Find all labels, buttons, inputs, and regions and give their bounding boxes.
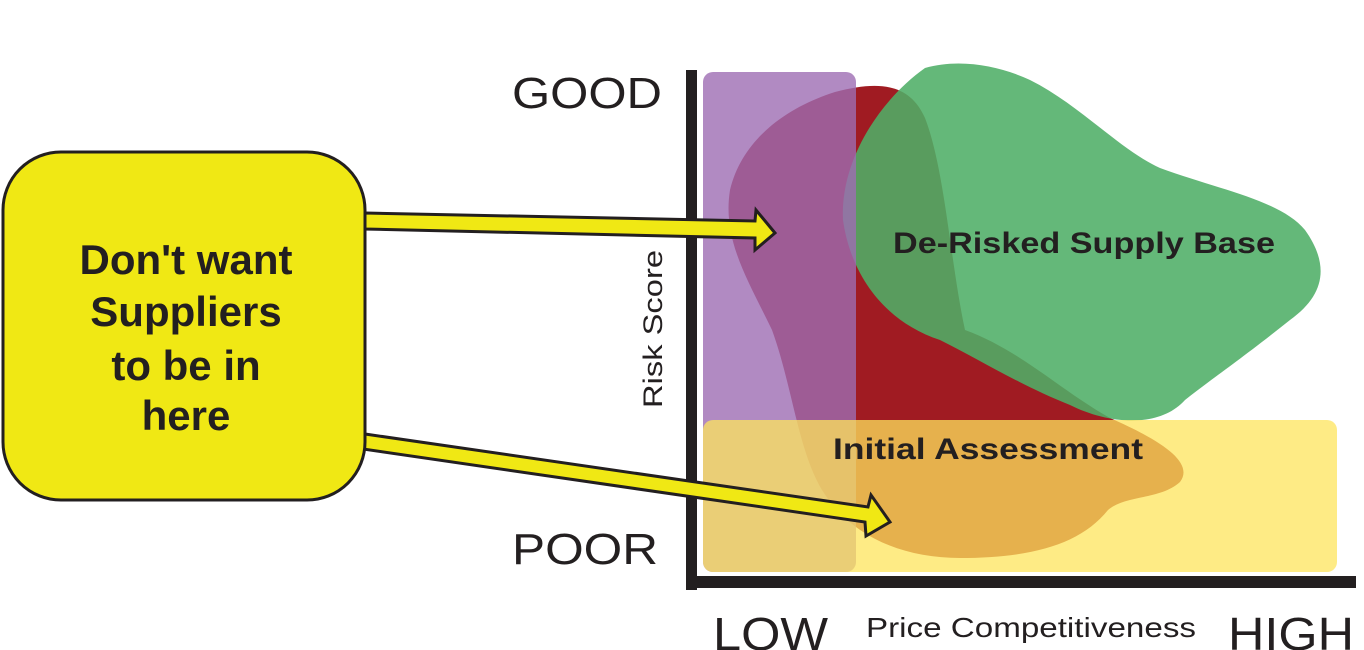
derisked-supply-blob — [842, 63, 1321, 421]
poor-risk-zone — [703, 420, 1337, 572]
derisked-label: De-Risked Supply Base — [893, 227, 1275, 260]
callout-box: Don't want Suppliers to be in here — [1, 150, 367, 502]
x-axis-low-label: LOW — [713, 608, 829, 650]
y-axis-good-label: GOOD — [512, 69, 662, 118]
callout-line-3: to be in — [111, 342, 260, 389]
callout-line-1: Don't want — [80, 236, 293, 283]
x-axis-high-label: HIGH — [1228, 608, 1354, 650]
y-axis-poor-label: POOR — [512, 525, 658, 574]
callout-line-2: Suppliers — [90, 288, 281, 335]
arrow-to-poor-zone — [361, 432, 893, 539]
arrow-to-low-price-good — [363, 206, 778, 254]
x-axis — [686, 576, 1356, 588]
x-axis-title: Price Competitiveness — [866, 612, 1196, 643]
y-axis-title: Risk Score — [638, 250, 668, 408]
initial-assessment-label: Initial Assessment — [833, 433, 1143, 466]
callout-line-4: here — [142, 392, 231, 439]
y-axis — [686, 70, 697, 590]
